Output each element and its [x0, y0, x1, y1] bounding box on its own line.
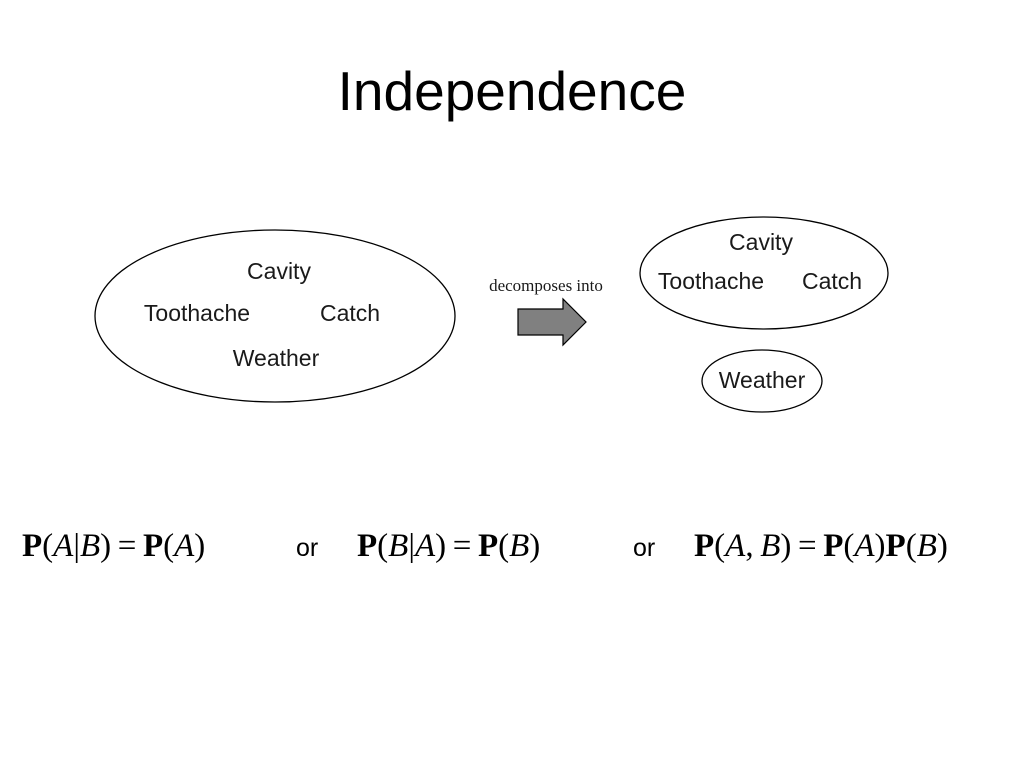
node-label-cavity: Cavity: [247, 258, 311, 284]
slide-title: Independence: [337, 60, 687, 122]
joint-variables-node: Cavity Toothache Catch Weather: [94, 229, 456, 403]
joint-variables-ellipse: [94, 229, 456, 403]
formula-conditional-b: P(B|A) = P(B): [357, 528, 541, 564]
node-label-toothache: Toothache: [658, 268, 764, 294]
node-label-catch: Catch: [320, 300, 380, 326]
independence-formulas: P(A|B) = P(A) or P(B|A) = P(B) or P(A, B…: [0, 524, 1024, 572]
independent-variable-node: Weather: [701, 349, 823, 413]
independent-variable-ellipse: [701, 349, 823, 413]
decomposition-arrow-icon: [517, 297, 587, 347]
node-label-weather: Weather: [719, 367, 806, 393]
node-label-toothache: Toothache: [144, 300, 250, 326]
dependent-variables-ellipse: [639, 216, 889, 330]
dependent-variables-node: Cavity Toothache Catch: [639, 216, 889, 330]
formula-conditional-a: P(A|B) = P(A): [22, 528, 206, 564]
formula-joint: P(A, B) = P(A)P(B): [694, 528, 948, 564]
arrow-label: decomposes into: [489, 276, 603, 295]
node-label-weather: Weather: [233, 345, 320, 371]
formula-connector: or: [633, 534, 656, 562]
node-label-cavity: Cavity: [729, 229, 793, 255]
decomposition-arrow-group: decomposes into: [489, 276, 603, 347]
formula-connector: or: [296, 534, 319, 562]
node-label-catch: Catch: [802, 268, 862, 294]
